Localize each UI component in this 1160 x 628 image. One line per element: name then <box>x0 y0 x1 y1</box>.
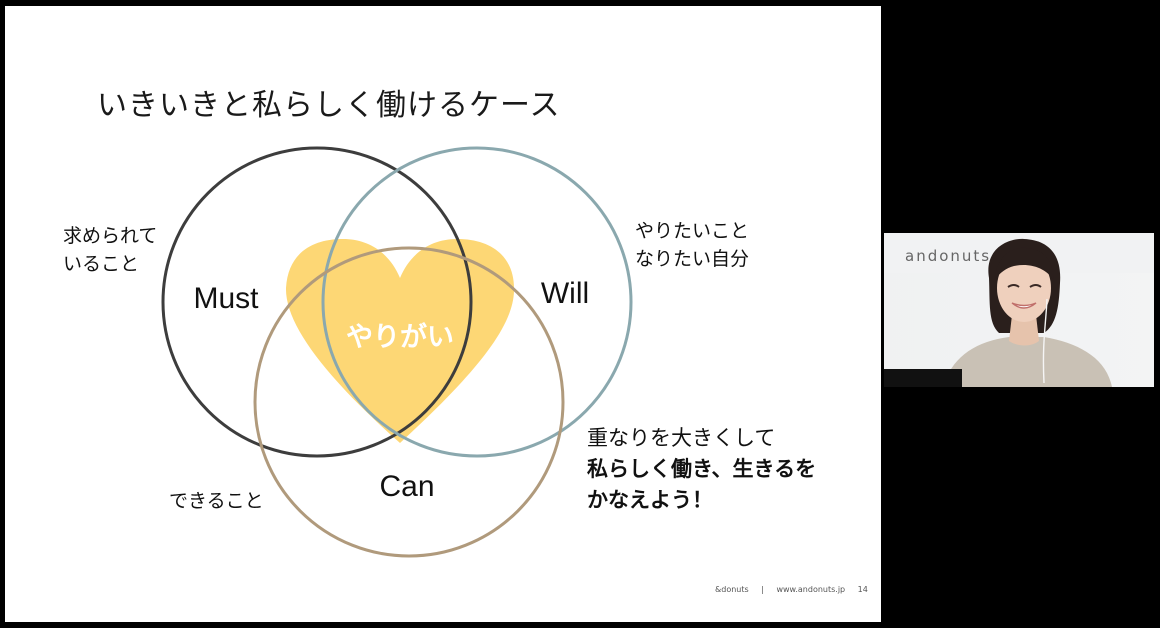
footer-url: www.andonuts.jp <box>776 585 846 594</box>
slide-footer: &donuts | www.andonuts.jp 14 <box>715 585 878 594</box>
slide-title: いきいきと私らしく働けるケース <box>97 88 561 123</box>
conclusion-line-3: かなえよう！ <box>587 488 713 512</box>
will-note: やりたいこと なりたい自分 <box>635 217 749 273</box>
conclusion-text: 重なりを大きくして 私らしく働き、生きるを かなえよう！ <box>587 423 816 516</box>
must-circle <box>161 146 473 458</box>
wall-logo: andonuts <box>905 247 992 265</box>
can-note: できること <box>169 490 264 512</box>
can-label: Can <box>379 470 434 503</box>
venn-diagram: Must Will Can やりがい <box>161 146 633 558</box>
footer-separator: | <box>761 585 764 594</box>
will-label: Will <box>541 277 589 310</box>
must-note: 求められて いること <box>63 222 157 278</box>
will-note-line: やりたいこと <box>635 220 750 242</box>
page-number: 14 <box>857 585 868 594</box>
participant-name-bar <box>884 369 962 387</box>
conclusion-line-2: 私らしく働き、生きるを <box>587 457 817 481</box>
will-circle <box>321 146 633 458</box>
presentation-slide: いきいきと私らしく働けるケース Must Will Can やりがい 求められて… <box>5 6 881 622</box>
heart-shape <box>285 239 515 443</box>
conclusion-line-1: 重なりを大きくして <box>587 426 776 450</box>
will-note-line: なりたい自分 <box>635 248 750 270</box>
participant-video-tile[interactable]: andonuts <box>884 233 1154 387</box>
center-label: やりがい <box>346 321 454 353</box>
can-circle <box>253 246 565 558</box>
footer-brand: &donuts <box>715 585 749 594</box>
must-note-line: いること <box>63 253 140 275</box>
must-label: Must <box>193 282 259 315</box>
person-video-feed-icon <box>884 238 1154 387</box>
must-note-line: 求められて <box>63 225 158 247</box>
